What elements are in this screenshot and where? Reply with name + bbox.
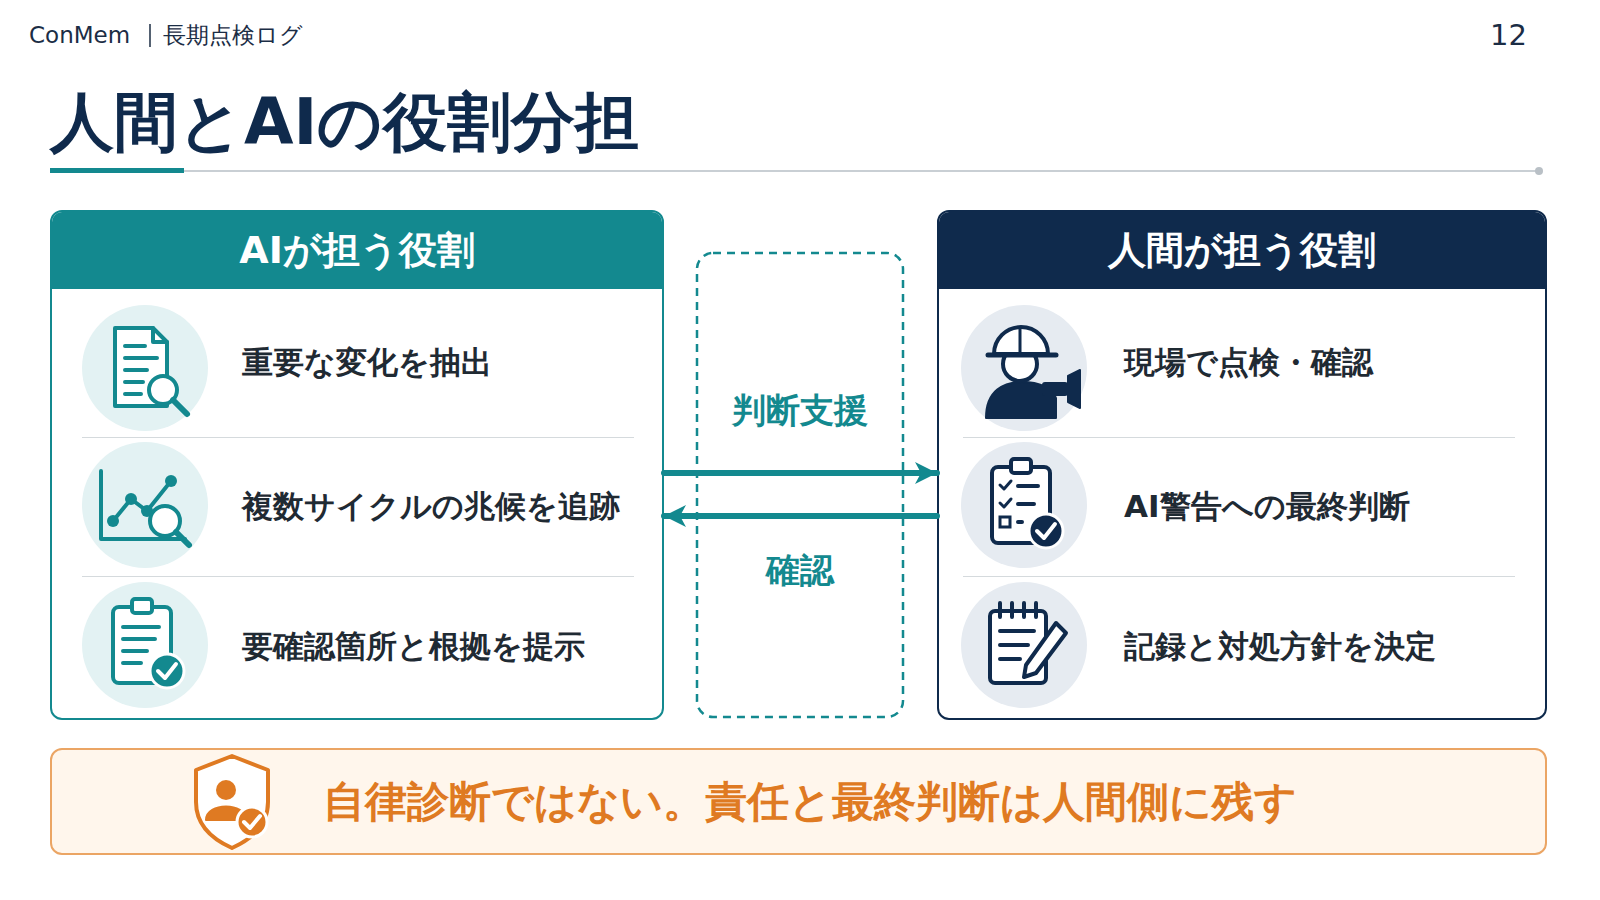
title-underline <box>184 170 1536 172</box>
role-item: 記録と対処方針を決定 <box>963 577 1515 716</box>
item-text: 要確認箇所と根拠を提示 <box>242 626 585 668</box>
role-item: 重要な変化を抽出 <box>82 289 634 438</box>
role-item: 現場で点検・確認 <box>963 289 1515 438</box>
role-panel: 人間が担う役割現場で点検・確認 AI警告への最終判断記録と対処方針を決定 <box>937 210 1547 720</box>
item-text: 現場で点検・確認 <box>1124 342 1373 384</box>
item-text: 重要な変化を抽出 <box>242 342 492 384</box>
header-label: 長期点検ログ <box>163 20 303 51</box>
item-text: 複数サイクルの兆候を追跡 <box>242 486 620 528</box>
banner-text: 自律診断ではない。責任と最終判断は人間側に残す <box>323 774 1297 830</box>
role-item: 要確認箇所と根拠を提示 <box>82 577 634 716</box>
panel-heading: 人間が担う役割 <box>939 212 1545 289</box>
flow-arrow <box>664 513 937 519</box>
page-number: 12 <box>1490 18 1527 52</box>
flow-arrow <box>664 470 937 476</box>
note-banner: 自律診断ではない。責任と最終判断は人間側に残す <box>50 748 1547 855</box>
header-separator <box>149 24 151 47</box>
item-text: 記録と対処方針を決定 <box>1124 626 1436 668</box>
arrow-label: 確認 <box>766 548 834 594</box>
title-underline-end <box>1535 167 1543 175</box>
title-underline-accent <box>50 168 184 173</box>
header-label: ConMem <box>29 22 130 48</box>
role-item: AI警告への最終判断 <box>963 438 1515 577</box>
arrow-label: 判断支援 <box>732 388 868 434</box>
role-item: 複数サイクルの兆候を追跡 <box>82 438 634 577</box>
dashed-frame <box>697 253 903 717</box>
panel-heading: AIが担う役割 <box>52 212 662 289</box>
role-panel: AIが担う役割重要な変化を抽出複数サイクルの兆候を追跡要確認箇所と根拠を提示 <box>50 210 664 720</box>
slide-title: 人間とAIの役割分担 <box>50 79 639 166</box>
item-text: AI警告への最終判断 <box>1124 486 1410 528</box>
